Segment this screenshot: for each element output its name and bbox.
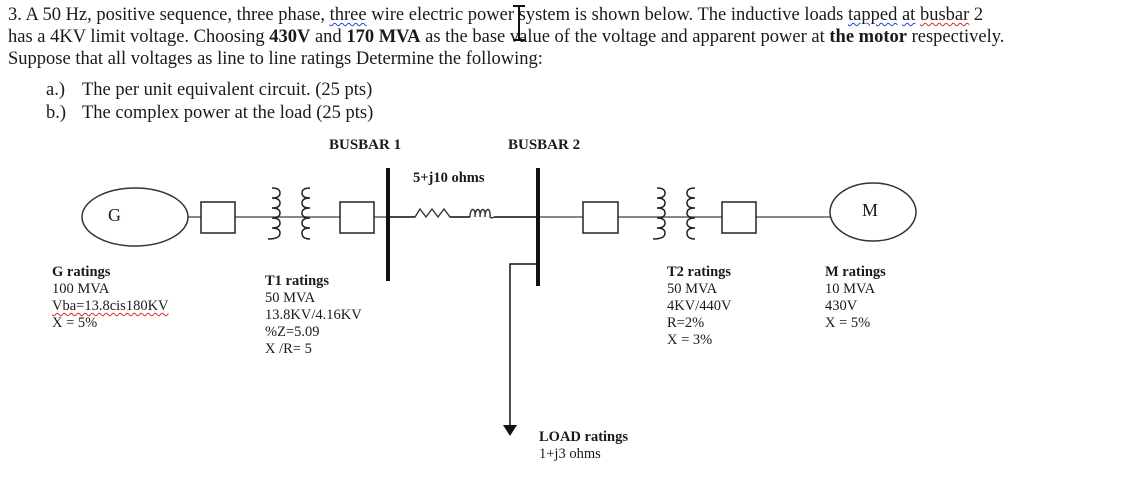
spellcheck-word-busbar[interactable]: busbar	[919, 5, 970, 25]
t2-rating-power: 50 MVA	[667, 281, 718, 297]
inductor-icon	[469, 208, 536, 219]
line-impedance-label: 5+j10 ohms	[413, 170, 485, 186]
question-b-text: The complex power at the load (25 pts)	[82, 103, 374, 123]
problem-number: 3.	[8, 5, 22, 25]
problem-line-2: has a 4KV limit voltage. Choosing 430V a…	[8, 26, 1118, 48]
resistor-icon	[390, 207, 470, 219]
base-voltage: 430V	[269, 27, 311, 47]
grammar-word-at[interactable]: at	[901, 5, 916, 25]
question-a-text: The per unit equivalent circuit. (25 pts…	[82, 80, 373, 100]
transformer-t2-symbol[interactable]	[652, 187, 696, 240]
text-run: A 50 Hz, positive sequence, three phase,	[25, 5, 330, 25]
breaker-4[interactable]	[721, 201, 757, 234]
m-rating-reactance: X = 5%	[825, 315, 871, 331]
t2-ratings-title: T2 ratings	[667, 264, 732, 280]
breaker-3[interactable]	[582, 201, 619, 234]
question-a-label: a.)	[46, 80, 65, 100]
busbar-2-label: BUSBAR 2	[508, 137, 581, 153]
g-ratings: G ratings 100 MVA Vba=13.8cis180KV X = 5…	[52, 264, 169, 332]
text-run: has a 4KV limit voltage. Choosing	[8, 27, 270, 47]
t2-rating-voltage: 4KV/440V	[667, 298, 732, 314]
breaker-1[interactable]	[200, 201, 236, 234]
text-cursor-icon	[513, 5, 525, 41]
t2-rating-reactance: X = 3%	[667, 332, 713, 348]
breaker-2[interactable]	[339, 201, 375, 234]
t2-rating-resistance: R=2%	[667, 315, 705, 331]
g-ratings-title: G ratings	[52, 264, 111, 280]
text-run: wire electric power system is shown belo…	[366, 5, 849, 25]
g-rating-reactance: X = 5%	[52, 315, 98, 331]
m-rating-power: 10 MVA	[825, 281, 876, 297]
problem-statement: 3. A 50 Hz, positive sequence, three pha…	[8, 4, 1118, 70]
text-run: and	[310, 27, 347, 47]
g-rating-voltage[interactable]: Vba=13.8cis180KV	[52, 298, 169, 314]
problem-line-3: Suppose that all voltages as line to lin…	[8, 49, 543, 69]
t1-rating-xr: X /R= 5	[265, 341, 312, 357]
t1-rating-impedance: %Z=5.09	[265, 324, 320, 340]
text-run: 2	[969, 5, 984, 25]
t2-ratings: T2 ratings 50 MVA 4KV/440V R=2% X = 3%	[667, 264, 731, 349]
m-ratings: M ratings 10 MVA 430V X = 5%	[825, 264, 886, 332]
t1-ratings-title: T1 ratings	[265, 273, 330, 289]
text-run: as the base value of the voltage and app…	[420, 27, 830, 47]
base-power: 170 MVA	[346, 27, 421, 47]
t1-ratings: T1 ratings 50 MVA 13.8KV/4.16KV %Z=5.09 …	[265, 273, 362, 358]
question-b: b.) The complex power at the load (25 pts…	[46, 103, 373, 124]
generator-symbol[interactable]	[81, 187, 189, 247]
base-location: the motor	[829, 27, 907, 47]
m-ratings-title: M ratings	[825, 264, 886, 280]
problem-line-1: 3. A 50 Hz, positive sequence, three pha…	[8, 4, 1118, 26]
load-feeder-line	[509, 263, 538, 425]
t2-primary-coil	[652, 187, 666, 240]
motor-symbol[interactable]	[829, 182, 917, 242]
load-rating-impedance: 1+j3 ohms	[539, 446, 601, 462]
load-feeder	[509, 263, 538, 425]
text-run: respectively.	[906, 27, 1005, 47]
t1-primary-coil	[267, 187, 281, 240]
g-rating-power: 100 MVA	[52, 281, 110, 297]
t2-secondary-coil	[686, 187, 696, 240]
load-ratings-title: LOAD ratings	[539, 429, 629, 445]
t1-rating-power: 50 MVA	[265, 290, 316, 306]
motor-label: M	[862, 200, 879, 220]
load-arrow-icon[interactable]	[503, 425, 517, 436]
line-impedance-symbol[interactable]	[390, 207, 536, 219]
busbar-1-label: BUSBAR 1	[329, 137, 402, 153]
m-rating-voltage: 430V	[825, 298, 858, 314]
load-ratings: LOAD ratings 1+j3 ohms	[539, 429, 628, 463]
grammar-word-tapped[interactable]: tapped	[848, 5, 898, 25]
spellcheck-word-three[interactable]: three	[329, 5, 367, 25]
question-b-label: b.)	[46, 103, 67, 123]
t1-secondary-coil	[301, 187, 311, 240]
t1-rating-voltage: 13.8KV/4.16KV	[265, 307, 362, 323]
generator-label: G	[108, 205, 121, 225]
question-a: a.) The per unit equivalent circuit. (25 …	[46, 80, 372, 101]
transformer-t1-symbol[interactable]	[267, 187, 311, 240]
